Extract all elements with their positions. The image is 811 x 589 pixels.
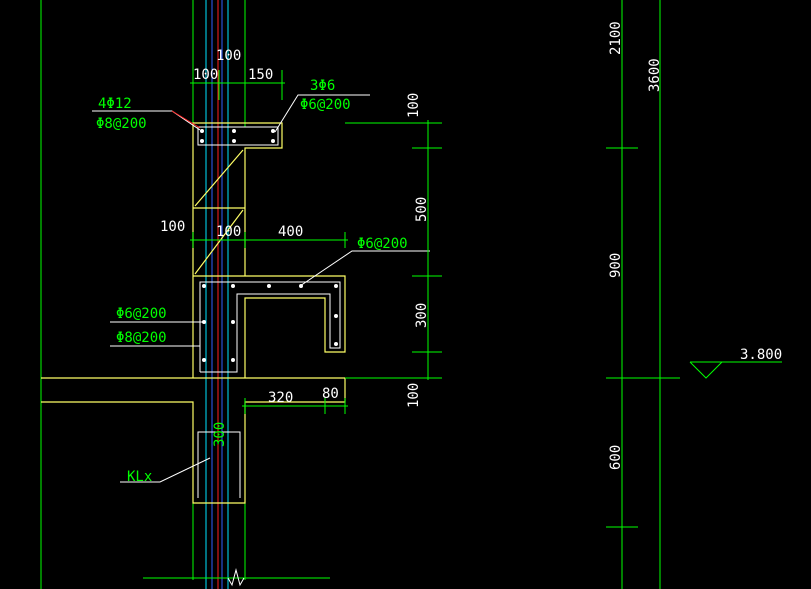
rebar-texts: 4Φ12 Φ8@200 3Φ6 Φ6@200 Φ6@200 Φ6@200 Φ8@…	[96, 78, 408, 485]
rebar-dot	[231, 284, 235, 288]
rebar-dot	[334, 314, 338, 318]
dim-top-100: 100	[216, 48, 241, 64]
dim-right-100a: 100	[406, 93, 422, 118]
rebar-dot	[232, 139, 236, 143]
leader-phi6-top	[274, 94, 370, 133]
dim-bot-320: 320	[268, 390, 293, 406]
rebar-dot	[202, 284, 206, 288]
rebar-dot	[231, 320, 235, 324]
dim-far-900: 900	[608, 253, 624, 278]
rebar-dot	[232, 129, 236, 133]
rebar-dot	[202, 358, 206, 362]
rebar-dot	[334, 284, 338, 288]
rebar-dot	[200, 139, 204, 143]
dim-far-600: 600	[608, 445, 624, 470]
leader-4phi12-red	[171, 110, 201, 129]
upper-stirrup	[197, 126, 279, 146]
dim-far-2100: 2100	[608, 21, 624, 55]
rebar-dot	[231, 358, 235, 362]
leader-lines	[92, 94, 430, 483]
upper-break-1	[194, 149, 244, 207]
rebar-dots	[200, 129, 338, 362]
rebar-dot	[334, 342, 338, 346]
dim-far-3600: 3600	[647, 58, 663, 92]
label-top-phi8-200: Φ8@200	[96, 116, 147, 132]
column-lines	[40, 0, 246, 589]
dim-right-500: 500	[414, 197, 430, 222]
dimension-lines	[143, 0, 782, 589]
dim-mid-400: 400	[278, 224, 303, 240]
label-left-phi6-200: Φ6@200	[116, 306, 167, 322]
dimension-texts: 100 100 150 100 100 400 320 80 100 500 3…	[160, 21, 782, 470]
label-left-phi8-200: Φ8@200	[116, 330, 167, 346]
rebar-dot	[267, 284, 271, 288]
rebar-dot	[200, 129, 204, 133]
upper-break-3	[194, 209, 244, 275]
dim-left-100: 100	[160, 219, 185, 235]
leader-phi6-mid	[299, 250, 430, 287]
label-klx: KLx	[127, 469, 152, 485]
label-4phi12: 4Φ12	[98, 96, 132, 112]
stirrups	[197, 126, 341, 498]
concrete-outline	[41, 122, 346, 504]
dim-bot-80: 80	[322, 386, 339, 402]
dim-right-300: 300	[414, 303, 430, 328]
label-top-phi6-200: Φ6@200	[300, 97, 351, 113]
dim-mid-100: 100	[216, 224, 241, 240]
leader-klx	[120, 457, 211, 483]
dim-top-150: 150	[248, 67, 273, 83]
dim-right-100b: 100	[406, 383, 422, 408]
label-3phi6: 3Φ6	[310, 78, 335, 94]
label-mid-phi6-200: Φ6@200	[357, 236, 408, 252]
dim-beam-300: 300	[212, 422, 228, 447]
beam-stirrup	[197, 431, 241, 498]
lower-stirrup	[199, 281, 341, 373]
dim-top-100b: 100	[193, 67, 218, 83]
slab-bottom	[41, 378, 346, 504]
rebar-dot	[271, 129, 275, 133]
rebar-dot	[271, 139, 275, 143]
upper-ledge-outline	[192, 122, 283, 276]
lower-ledge-outline	[193, 275, 346, 378]
elevation-label: 3.800	[740, 347, 782, 363]
